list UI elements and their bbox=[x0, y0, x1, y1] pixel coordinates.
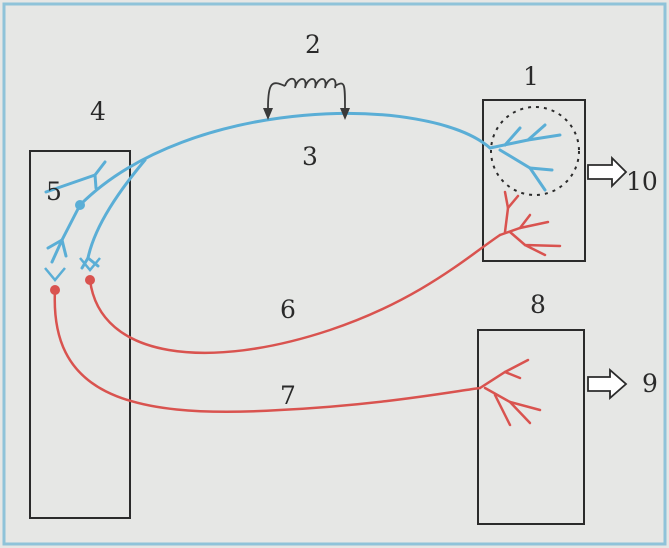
label-5: 5 bbox=[46, 177, 62, 206]
label-9: 9 bbox=[642, 369, 658, 398]
motor-pathway bbox=[53, 190, 562, 427]
label-3: 3 bbox=[302, 142, 318, 171]
arrow-output-9 bbox=[587, 368, 628, 400]
coil-2 bbox=[267, 77, 346, 109]
box-1 bbox=[482, 99, 586, 262]
label-1: 1 bbox=[523, 62, 539, 91]
receptor-5-dot bbox=[75, 200, 85, 210]
synapse-marks bbox=[44, 257, 101, 282]
arrow-down-left bbox=[263, 108, 273, 120]
arrow-down-right bbox=[340, 108, 350, 120]
motor-dot-6 bbox=[85, 275, 95, 285]
label-7: 7 bbox=[280, 381, 296, 410]
box-4 bbox=[29, 150, 131, 519]
dotted-circle bbox=[490, 106, 580, 196]
arrow-output-10 bbox=[587, 155, 628, 189]
label-6: 6 bbox=[280, 295, 296, 324]
sensory-pathway bbox=[44, 111, 562, 270]
label-8: 8 bbox=[530, 290, 546, 319]
label-10: 10 bbox=[626, 167, 658, 196]
box-8 bbox=[477, 329, 585, 525]
label-4: 4 bbox=[90, 97, 106, 126]
motor-dot-7 bbox=[50, 285, 60, 295]
label-2: 2 bbox=[305, 30, 321, 59]
